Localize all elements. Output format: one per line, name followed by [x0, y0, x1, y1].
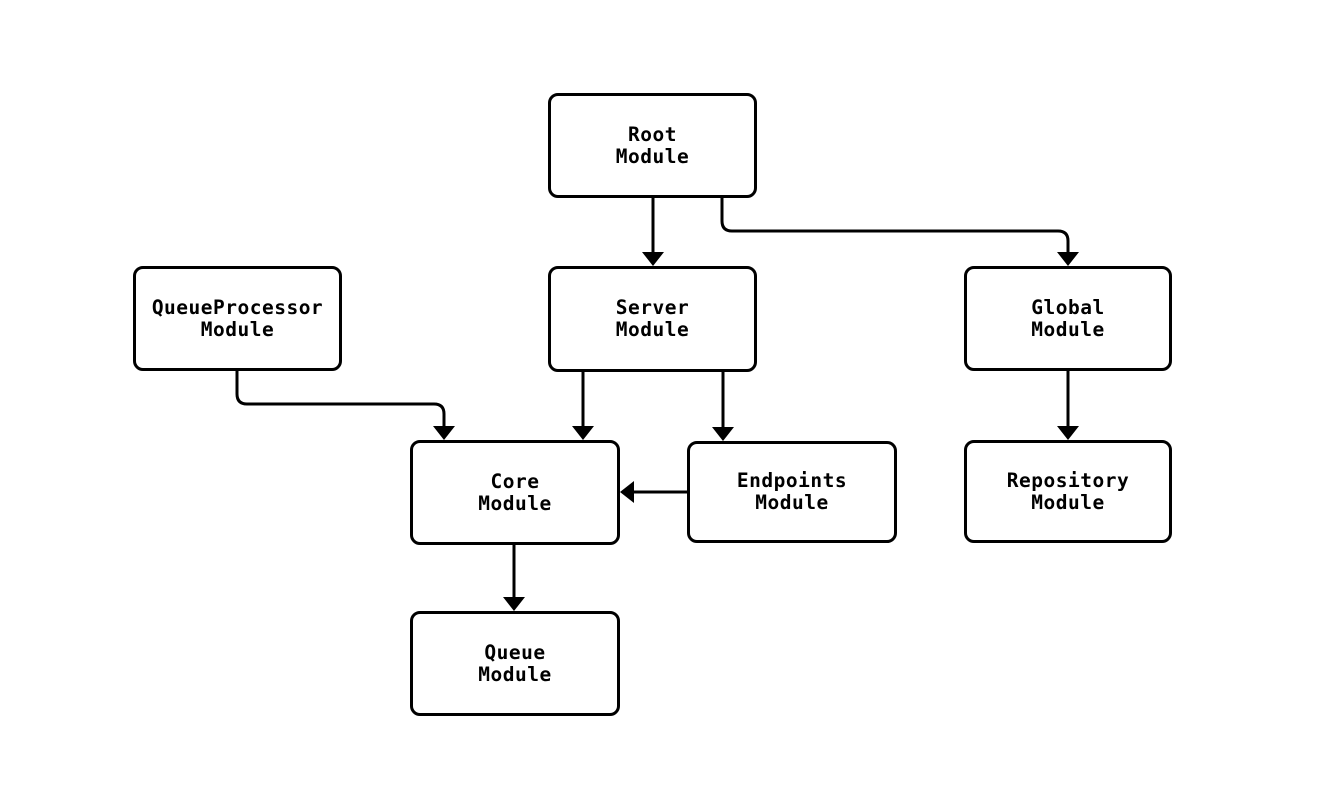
node-label-line2: Module	[1031, 490, 1105, 514]
node-label-line2: Module	[615, 144, 690, 168]
node-label-line1: Repository	[1006, 468, 1130, 492]
edges-group	[235, 198, 1079, 611]
edge-root-to-global	[720, 198, 1079, 266]
node-label-line2: Module	[1031, 317, 1105, 341]
node-label-line1: Endpoints	[736, 469, 848, 492]
node-label-line1: Server	[615, 296, 690, 319]
node-label-line2: Module	[478, 662, 552, 686]
node-label-line1: QueueProcessor	[151, 295, 324, 319]
node-label-line1: Core	[490, 469, 540, 493]
node-label-line1: Global	[1031, 295, 1105, 319]
edge-queueprocessor-to-core	[235, 371, 455, 440]
node-label-line1: Queue	[484, 640, 546, 664]
node-label-line2: Module	[615, 318, 690, 341]
node-label-line2: Module	[755, 491, 829, 514]
node-label-line1: Root	[628, 122, 677, 146]
node-label-line2: Module	[478, 491, 552, 515]
node-label-line2: Module	[200, 317, 275, 341]
